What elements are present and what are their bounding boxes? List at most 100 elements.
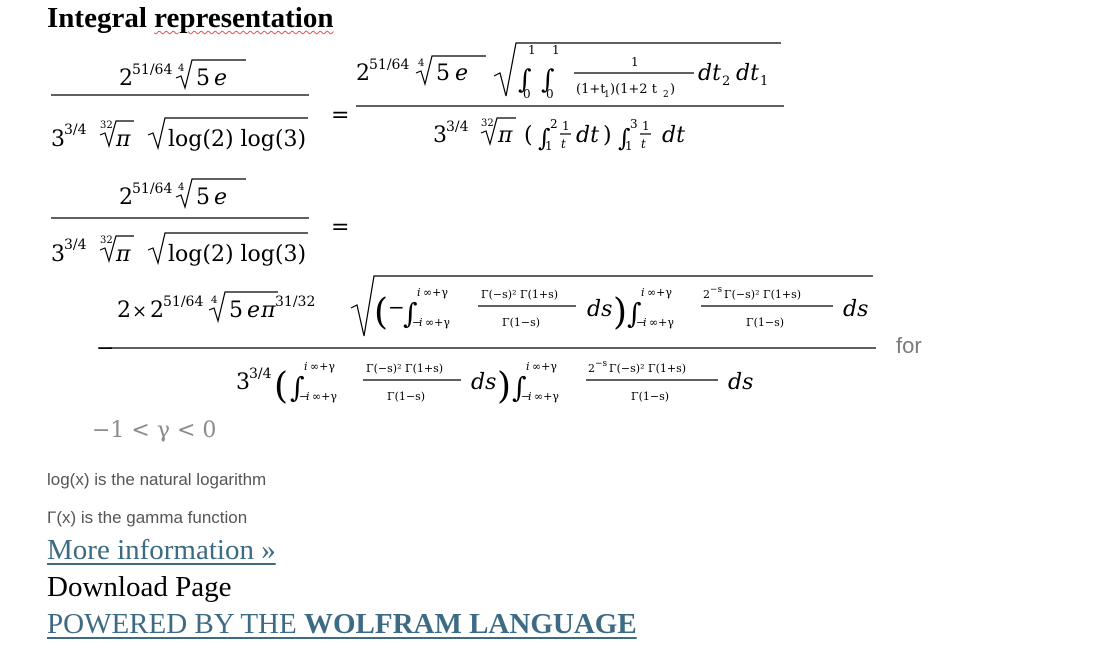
svg-text:(1+t: (1+t bbox=[576, 82, 606, 97]
svg-text:1: 1 bbox=[545, 139, 553, 153]
svg-text:π: π bbox=[115, 127, 131, 152]
svg-text:π: π bbox=[497, 123, 513, 148]
svg-text:5: 5 bbox=[196, 66, 210, 91]
download-page-link[interactable]: Download Page bbox=[47, 571, 232, 603]
svg-text:4: 4 bbox=[178, 63, 184, 74]
svg-text:4: 4 bbox=[178, 182, 184, 193]
svg-text:t: t bbox=[561, 137, 566, 151]
svg-text:i: i bbox=[419, 316, 423, 329]
svg-text:∞+γ: ∞+γ bbox=[423, 286, 448, 299]
svg-text:e: e bbox=[455, 61, 468, 86]
svg-text:∞+γ: ∞+γ bbox=[534, 390, 559, 403]
condition: −1 < γ < 0 bbox=[92, 418, 217, 443]
equation-2-svg: 2 51/64 4 5 e 3 3/4 32 π log(2) log(3) =… bbox=[51, 178, 876, 407]
svg-text:log(2) log(3): log(2) log(3) bbox=[168, 242, 306, 267]
svg-text:3: 3 bbox=[236, 370, 250, 395]
svg-text:3/4: 3/4 bbox=[64, 122, 87, 138]
svg-text:ds: ds bbox=[843, 297, 868, 322]
svg-text:∫: ∫ bbox=[618, 124, 631, 152]
svg-text:32: 32 bbox=[100, 120, 113, 131]
svg-text:−: − bbox=[521, 390, 530, 403]
svg-text:3: 3 bbox=[51, 242, 65, 267]
svg-text:32: 32 bbox=[481, 118, 494, 129]
svg-text:dt: dt bbox=[736, 61, 759, 86]
eq2-minus-sign: − bbox=[96, 336, 114, 361]
svg-text:2: 2 bbox=[722, 74, 730, 89]
svg-text:(: ( bbox=[374, 292, 388, 333]
eq2-rhs-denominator: 3 3/4 ( ∫ i ∞+γ − i ∞+γ Γ(−s)² Γ(1+s) Γ(… bbox=[236, 359, 753, 407]
svg-text:dt: dt bbox=[662, 123, 685, 148]
svg-text:×: × bbox=[132, 301, 147, 322]
svg-text:e: e bbox=[247, 298, 260, 323]
svg-text:∞+γ: ∞+γ bbox=[425, 316, 450, 329]
svg-text:i: i bbox=[528, 390, 532, 403]
svg-text:1: 1 bbox=[552, 43, 560, 57]
eq2-lhs-denominator: 3 3/4 32 π log(2) log(3) bbox=[51, 232, 308, 267]
eq1-rhs-denominator: 3 3/4 32 π ( ∫ 2 1 1 t dt ) ∫ 3 1 1 t dt bbox=[433, 117, 685, 153]
equation-2: 2 51/64 4 5 e 3 3/4 32 π log(2) log(3) =… bbox=[46, 176, 886, 416]
svg-text:1: 1 bbox=[562, 119, 570, 133]
svg-text:2: 2 bbox=[150, 298, 164, 323]
eq2-lhs-numerator: 2 51/64 4 5 e bbox=[119, 178, 246, 210]
svg-text:∫: ∫ bbox=[627, 297, 642, 330]
svg-text:i: i bbox=[417, 286, 421, 299]
svg-text:e: e bbox=[214, 66, 227, 91]
svg-text:−s: −s bbox=[710, 285, 723, 295]
svg-text:∞+γ: ∞+γ bbox=[647, 286, 672, 299]
svg-text:1: 1 bbox=[604, 90, 610, 100]
svg-text:2: 2 bbox=[117, 298, 131, 323]
eq2-equals: = bbox=[331, 215, 349, 240]
powered-by-link[interactable]: POWERED BY THE WOLFRAM LANGUAGE bbox=[47, 608, 637, 641]
svg-text:∫: ∫ bbox=[518, 65, 532, 95]
for-label: for bbox=[896, 333, 922, 358]
svg-text:1: 1 bbox=[625, 139, 633, 153]
svg-text:Γ(−s)² Γ(1+s): Γ(−s)² Γ(1+s) bbox=[609, 362, 686, 375]
section-title: Integral representation bbox=[47, 2, 333, 35]
svg-text:31/32: 31/32 bbox=[275, 294, 315, 310]
svg-text:Γ(−s)² Γ(1+s): Γ(−s)² Γ(1+s) bbox=[724, 288, 801, 301]
more-information-link[interactable]: More information » bbox=[47, 534, 276, 566]
svg-text:∫: ∫ bbox=[512, 371, 527, 404]
svg-text:3: 3 bbox=[630, 117, 638, 131]
svg-text:−s: −s bbox=[595, 359, 608, 369]
equation-1-svg: 2 51/64 4 5 e 3 3/4 32 π log(2) log(3) =… bbox=[51, 42, 784, 153]
svg-text:3/4: 3/4 bbox=[64, 237, 87, 253]
svg-text:t: t bbox=[641, 137, 646, 151]
svg-text:51/64: 51/64 bbox=[369, 57, 409, 73]
svg-text:∞+γ: ∞+γ bbox=[312, 390, 337, 403]
svg-text:dt: dt bbox=[576, 123, 599, 148]
svg-text:5: 5 bbox=[196, 185, 210, 210]
svg-text:ds: ds bbox=[587, 297, 612, 322]
svg-text:0: 0 bbox=[546, 87, 554, 101]
eq2-rhs-numerator: 2 × 2 51/64 4 5 e π 31/32 ( − ∫ i ∞+γ − … bbox=[117, 275, 873, 337]
svg-text:∫: ∫ bbox=[403, 297, 418, 330]
note-gamma: Γ(x) is the gamma function bbox=[47, 508, 248, 527]
svg-text:Γ(−s)² Γ(1+s): Γ(−s)² Γ(1+s) bbox=[366, 362, 443, 375]
svg-text:Γ(1−s): Γ(1−s) bbox=[746, 316, 784, 329]
svg-text:i: i bbox=[643, 316, 647, 329]
svg-text:3/4: 3/4 bbox=[446, 119, 469, 135]
svg-text:∞+γ: ∞+γ bbox=[310, 360, 335, 373]
title-part2: representation bbox=[154, 2, 334, 34]
svg-text:2: 2 bbox=[588, 362, 595, 375]
svg-text:i: i bbox=[641, 286, 645, 299]
svg-text:∞+γ: ∞+γ bbox=[649, 316, 674, 329]
svg-text:i: i bbox=[304, 360, 308, 373]
svg-text:Γ(1−s): Γ(1−s) bbox=[631, 390, 669, 403]
eq1-equals: = bbox=[331, 103, 349, 128]
svg-text:)(1+2 t: )(1+2 t bbox=[610, 82, 658, 97]
svg-text:Γ(1−s): Γ(1−s) bbox=[502, 316, 540, 329]
svg-text:51/64: 51/64 bbox=[163, 294, 203, 310]
note-log: log(x) is the natural logarithm bbox=[47, 470, 267, 489]
svg-text:π: π bbox=[260, 298, 276, 323]
svg-text:ds: ds bbox=[728, 370, 753, 395]
svg-text:i: i bbox=[526, 360, 530, 373]
svg-text:−: − bbox=[636, 316, 645, 329]
svg-text:4: 4 bbox=[211, 295, 217, 306]
svg-text:∫: ∫ bbox=[290, 371, 305, 404]
svg-text:∫: ∫ bbox=[538, 124, 551, 152]
powered-brand: WOLFRAM LANGUAGE bbox=[303, 608, 637, 640]
svg-text:π: π bbox=[115, 242, 131, 267]
svg-text:1: 1 bbox=[760, 74, 768, 89]
title-part1: Integral bbox=[47, 2, 155, 34]
